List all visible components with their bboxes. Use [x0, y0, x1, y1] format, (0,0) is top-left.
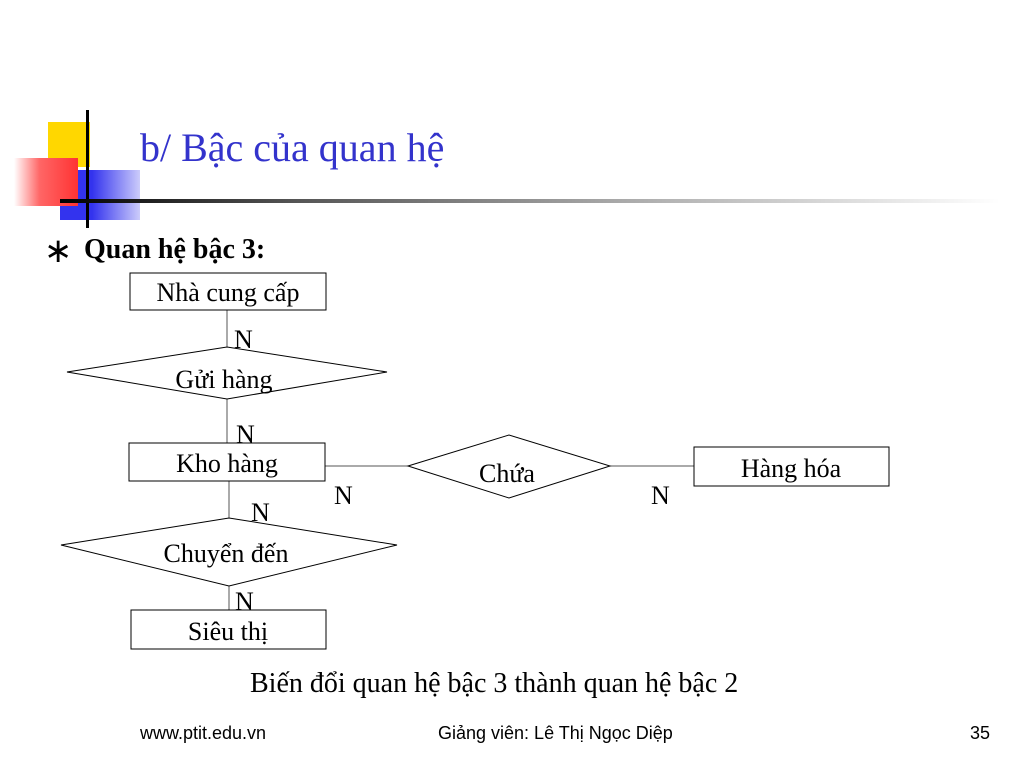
deco-red-square	[14, 158, 78, 206]
diagram-caption: Biến đổi quan hệ bậc 3 thành quan hệ bậc…	[250, 668, 739, 699]
cardinality-transfer-supermarket: N	[235, 587, 254, 616]
entity-supermarket: Siêu thị	[130, 609, 327, 650]
cardinality-supplier-send: N	[234, 325, 253, 354]
deco-vertical-line	[86, 110, 89, 228]
relationship-contains: Chứa	[406, 434, 612, 499]
slide-title: b/ Bậc của quan hệ	[140, 125, 445, 170]
cardinality-send-warehouse: N	[236, 420, 255, 449]
entity-goods: Hàng hóa	[693, 446, 890, 487]
cardinality-contains-goods: N	[651, 481, 670, 510]
relationship-transfer-to: Chuyển đến	[60, 517, 398, 587]
entity-supermarket-label: Siêu thị	[188, 617, 268, 646]
slide-subtitle: Quan hệ bậc 3:	[84, 234, 266, 265]
entity-supplier: Nhà cung cấp	[129, 272, 327, 311]
connector-lines	[226, 310, 694, 610]
relationship-send-goods: Gửi hàng	[66, 346, 388, 400]
footer-page-number: 35	[970, 723, 991, 743]
footer-website: www.ptit.edu.vn	[140, 723, 267, 743]
cardinality-warehouse-contains: N	[334, 481, 353, 510]
relationship-transfer-to-label: Chuyển đến	[164, 539, 289, 568]
cardinality-warehouse-transfer: N	[251, 498, 270, 527]
relationship-send-goods-label: Gửi hàng	[175, 365, 272, 394]
bullet-asterisk: ∗	[44, 231, 73, 271]
entity-warehouse: Kho hàng	[128, 442, 326, 482]
footer-lecturer: Giảng viên: Lê Thị Ngọc Diệp	[438, 723, 673, 743]
title-rule	[60, 199, 1000, 203]
relationship-contains-label: Chứa	[479, 459, 535, 488]
entity-supplier-label: Nhà cung cấp	[157, 278, 300, 307]
entity-goods-label: Hàng hóa	[741, 454, 842, 483]
entity-warehouse-label: Kho hàng	[176, 449, 278, 478]
